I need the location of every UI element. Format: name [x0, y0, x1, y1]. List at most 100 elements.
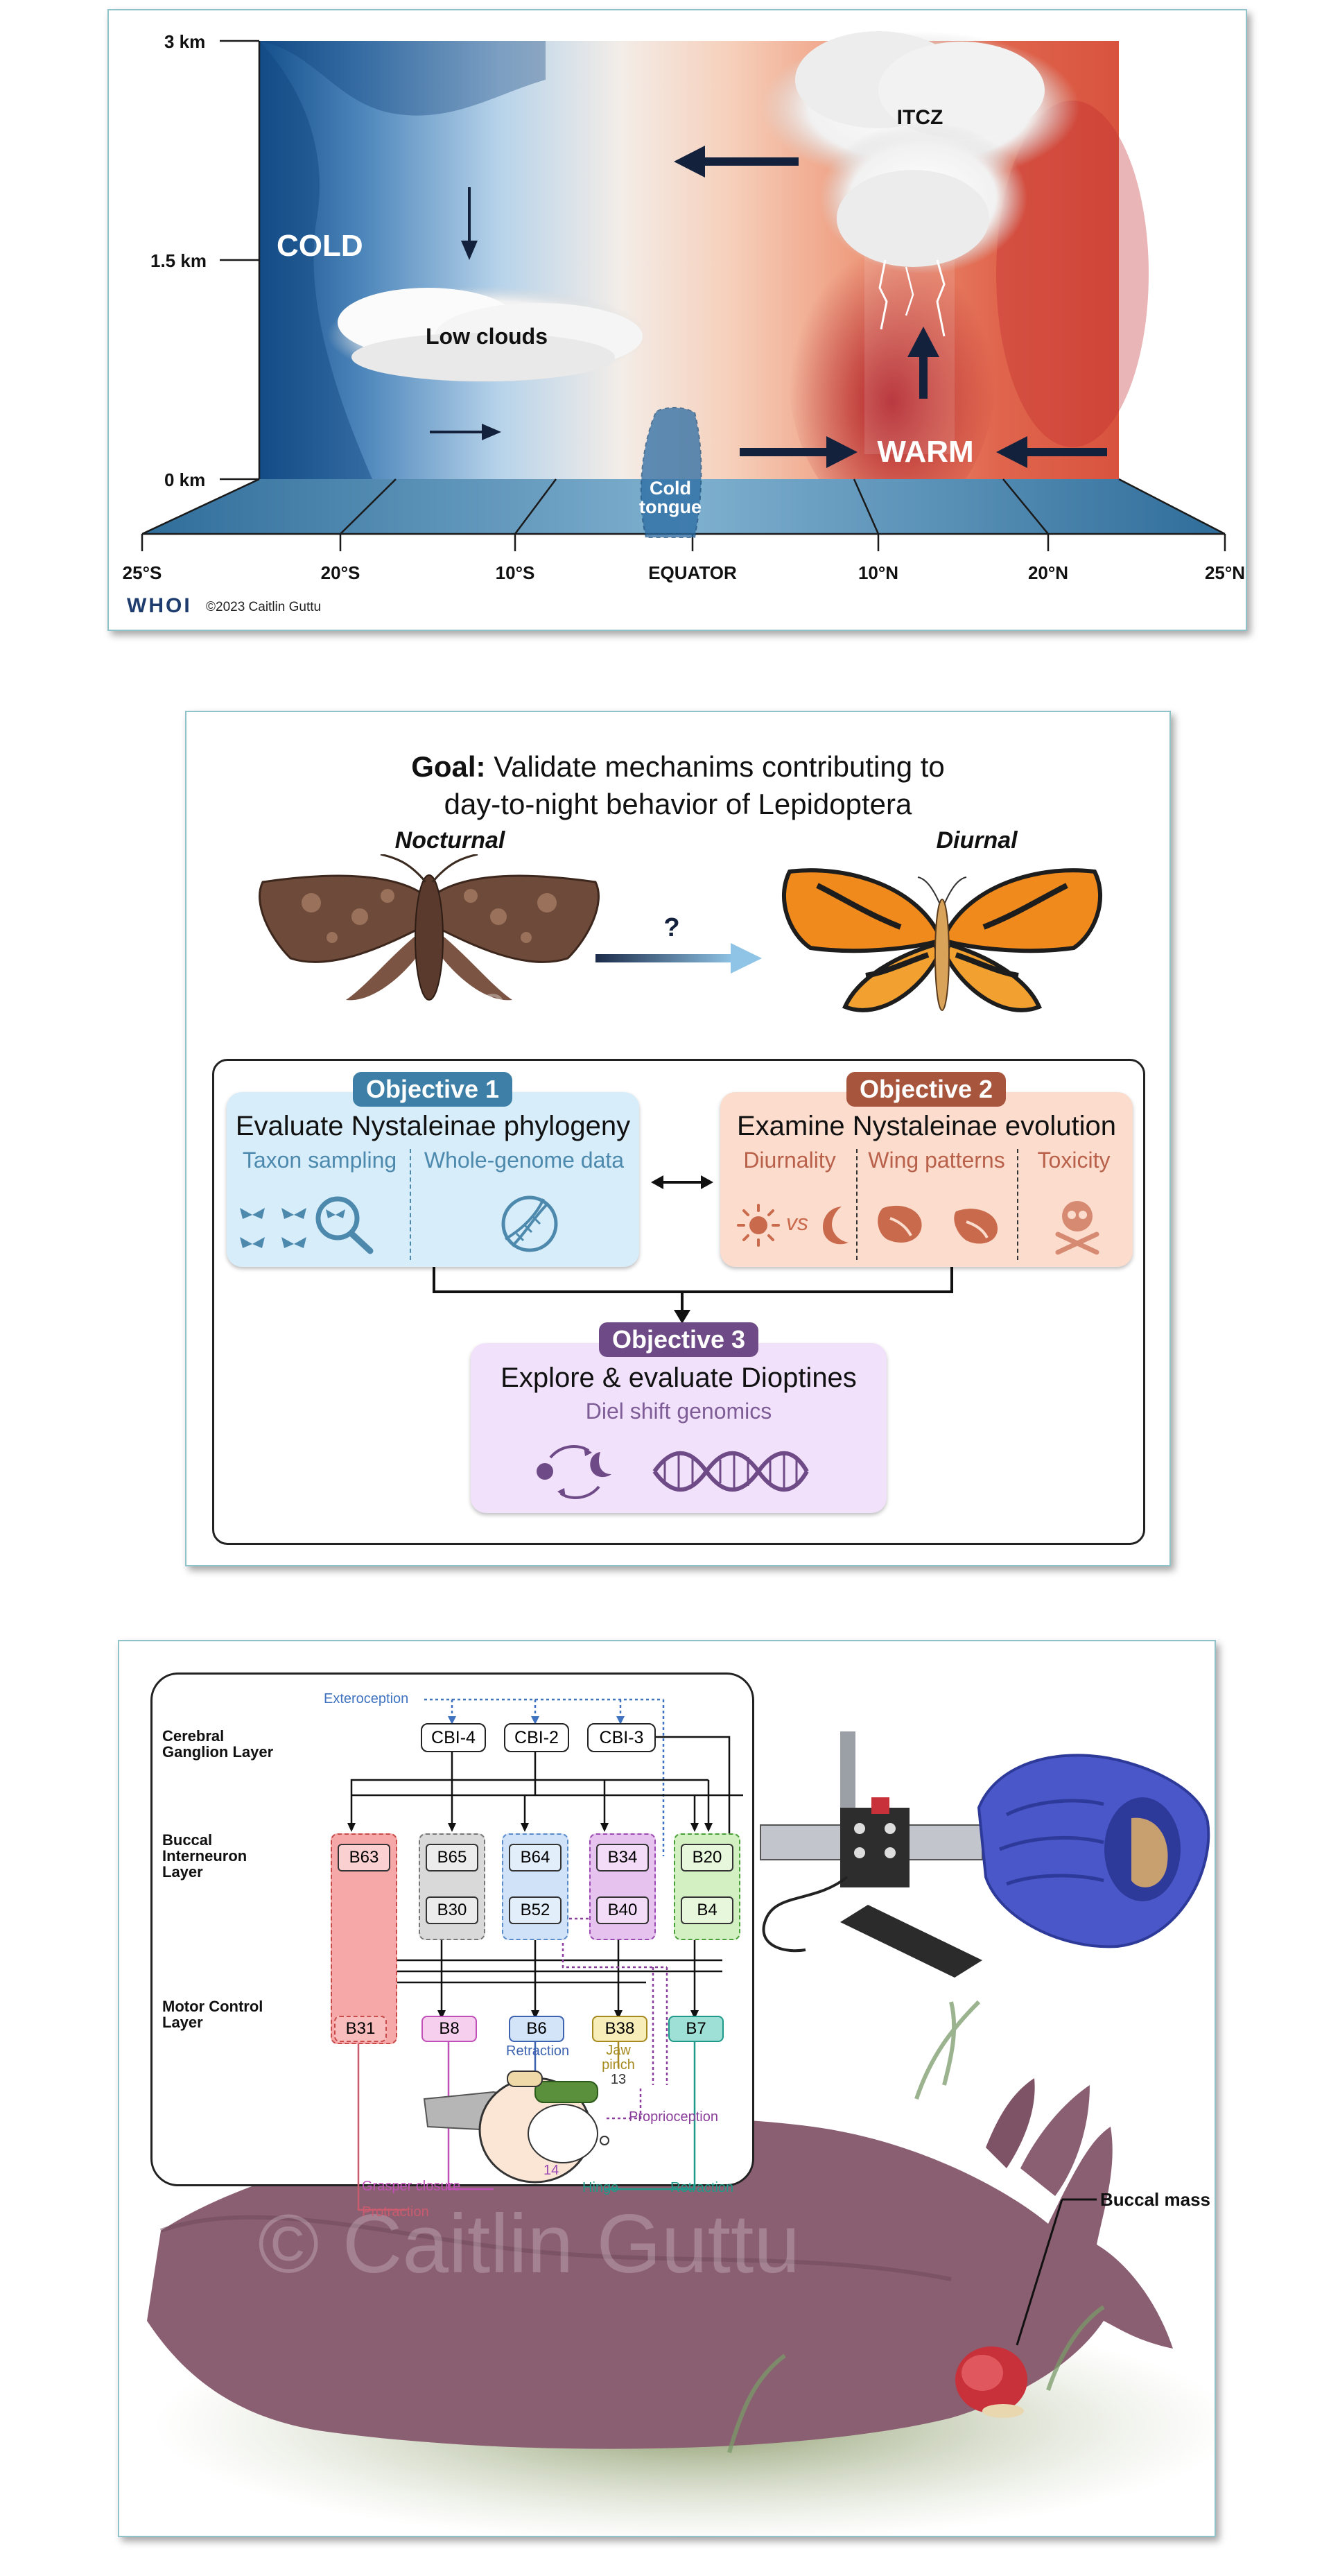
b34-node: B34 — [596, 1844, 649, 1872]
objectives-frame — [212, 1059, 1145, 1545]
b40-node: B40 — [596, 1896, 649, 1924]
objective2-sub-diurnality: Diurnality — [743, 1148, 836, 1173]
objective1-title: Evaluate Nystaleinae phylogeny — [235, 1111, 631, 1141]
climate-diagram-panel: 3 km 1.5 km 0 km COLD Low clouds ITCZ WA… — [107, 9, 1247, 631]
b52-node: B52 — [509, 1896, 562, 1924]
latitude-10n: 10°N — [858, 562, 899, 583]
jaw-line1: Jaw — [606, 2043, 631, 2058]
goal-line1: Validate mechanims contributing to — [494, 750, 945, 783]
buccal-mass-label: Buccal mass — [1100, 2189, 1210, 2210]
objective1-box — [227, 1092, 639, 1267]
sea-slug-scene — [147, 1731, 1215, 2536]
cold-tongue-label: Cold tongue — [625, 479, 715, 517]
b30-node: B30 — [426, 1896, 478, 1924]
diel-cycle-icon — [537, 1445, 611, 1499]
question-mark: ? — [663, 913, 680, 942]
whoi-logo: WHOI — [127, 594, 192, 617]
cbi4-node: CBI-4 — [421, 1723, 486, 1752]
objective1-sub-genome: Whole-genome data — [424, 1148, 625, 1173]
grasper-closure-label: Grasper closure — [362, 2179, 461, 2194]
transition-arrow — [595, 943, 762, 974]
jaw-pinch-label: Jaw pinch 13 — [598, 2043, 639, 2087]
dna-helix-icon — [652, 1451, 809, 1492]
goal-heading: Goal: Validate mechanims contributing to… — [186, 748, 1169, 823]
cbi2-node: CBI-2 — [504, 1723, 569, 1752]
b31-node: B31 — [334, 2016, 387, 2042]
objective3-sub: Diel shift genomics — [585, 1399, 772, 1424]
buccal-mass-organ — [955, 2346, 1027, 2418]
copyright-credit: ©2023 Caitlin Guttu — [206, 600, 322, 614]
cbi3-node: CBI-3 — [587, 1723, 656, 1752]
num14-label: 14 — [543, 2163, 559, 2178]
panel3-watermark: © Caitlin Guttu — [258, 2197, 801, 2290]
objective-connectors — [433, 1175, 953, 1324]
buccal-mass-schematic — [423, 2071, 609, 2184]
b64-node: B64 — [509, 1844, 562, 1872]
latitude-25s: 25°S — [122, 562, 162, 583]
lepidoptera-goal-panel: Goal: Validate mechanims contributing to… — [185, 711, 1171, 1566]
jaw-num: 13 — [610, 2072, 627, 2087]
layer-cerebral-label: Cerebral Ganglion Layer — [162, 1727, 274, 1761]
latitude-equator: EQUATOR — [648, 562, 737, 583]
skull-crossbones-icon — [1055, 1201, 1099, 1255]
latitude-20s: 20°S — [320, 562, 360, 583]
diurnal-label: Diurnal — [936, 827, 1018, 854]
b8-node: B8 — [421, 2016, 477, 2042]
objective2-sub-wing-patterns: Wing patterns — [868, 1148, 1005, 1173]
b38-node: B38 — [592, 2016, 647, 2042]
objective3-title: Explore & evaluate Dioptines — [501, 1363, 857, 1393]
objective1-badge: Objective 1 — [353, 1072, 512, 1107]
exteroception-label: Exteroception — [324, 1691, 409, 1706]
wing-pattern-icons — [878, 1205, 998, 1244]
retraction-bottom-label: Retraction — [670, 2180, 734, 2195]
objective2-divider-1 — [856, 1149, 858, 1260]
aplysia-circuit-panel: © Caitlin Guttu Buccal mass Cerebral Gan… — [118, 1640, 1216, 2537]
altitude-1-5km: 1.5 km — [150, 250, 207, 271]
goal-line2: day-to-night behavior of Lepidoptera — [444, 788, 912, 820]
objective1-divider — [410, 1149, 411, 1260]
latitude-10s: 10°S — [495, 562, 535, 583]
proprioception-label: Proprioception — [629, 2109, 718, 2125]
altitude-0km: 0 km — [164, 469, 206, 490]
itcz-cloud-shape — [760, 31, 1079, 454]
circuit-wiring — [347, 1698, 743, 2211]
low-clouds-shape — [327, 286, 646, 383]
latitude-20n: 20°N — [1027, 562, 1069, 583]
objective1-sub-taxon: Taxon sampling — [242, 1148, 397, 1173]
nocturnal-label: Nocturnal — [394, 827, 505, 854]
altitude-3km: 3 km — [164, 31, 206, 52]
b7-node: B7 — [668, 2016, 724, 2042]
nocturnal-moth-illustration — [259, 854, 600, 1001]
layer-motor-label: Motor Control Layer — [162, 1998, 263, 2031]
objective2-sub-toxicity: Toxicity — [1037, 1148, 1111, 1173]
taxon-sampling-icons — [240, 1196, 374, 1254]
latitude-25n: 25°N — [1204, 562, 1246, 583]
low-clouds-label: Low clouds — [426, 324, 548, 349]
vs-label: vs — [786, 1210, 808, 1235]
b65-node: B65 — [426, 1844, 478, 1872]
retraction-top-label: Retraction — [506, 2043, 570, 2059]
sea-slug-body — [147, 2078, 1173, 2449]
objective2-title: Examine Nystaleinae evolution — [737, 1111, 1116, 1141]
jaw-line2: pinch — [602, 2057, 635, 2073]
panel2-watermark: Caitlin Guttu — [478, 987, 684, 1028]
warm-label: WARM — [877, 435, 974, 469]
b63-node: B63 — [338, 1844, 390, 1872]
goal-line1-row: Goal: Validate mechanims contributing to — [186, 748, 1169, 786]
b20-node: B20 — [681, 1844, 733, 1872]
moon-icon — [823, 1207, 849, 1245]
objective2-badge: Objective 2 — [846, 1072, 1006, 1107]
diurnal-butterfly-illustration — [782, 868, 1102, 1012]
protraction-label: Protraction — [362, 2204, 429, 2220]
cold-tongue-shape — [640, 407, 702, 538]
experimental-rig — [760, 1731, 1210, 1978]
objective3-badge: Objective 3 — [599, 1322, 758, 1357]
climate-cross-section — [141, 31, 1226, 551]
dna-magnifier-icon — [501, 1195, 558, 1252]
cold-label: COLD — [277, 229, 363, 263]
b6-node: B6 — [509, 2016, 564, 2042]
goal-bold: Goal: — [411, 750, 486, 783]
cold-tongue-line1: Cold — [650, 478, 691, 499]
objective2-divider-2 — [1017, 1149, 1018, 1260]
b4-node: B4 — [681, 1896, 733, 1924]
